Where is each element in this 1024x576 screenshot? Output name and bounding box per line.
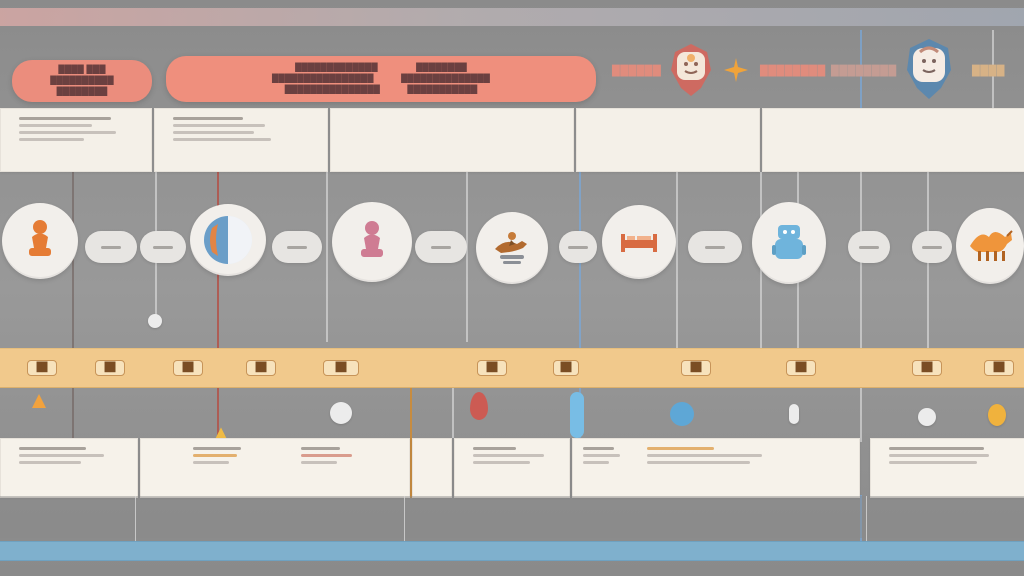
marker-drop [470,392,488,420]
timeline-tag[interactable]: ██ [984,360,1014,376]
timeline-tag[interactable]: ██ [553,360,579,376]
mini-node [912,231,952,263]
lower-band [0,496,1024,538]
top-banner-short: ████ ███ ██████████ ████████ [12,60,152,102]
top-label: ████████ [831,66,897,77]
timeline-tag[interactable]: ██ [95,360,125,376]
timeline-node[interactable] [332,202,412,282]
bed-icon [621,234,657,252]
timeline-node[interactable] [2,203,78,279]
marker-drop [670,402,694,426]
timeline-tag[interactable]: ██ [173,360,203,376]
vertical-connector [860,172,862,442]
bottom-info-card [572,438,860,498]
banner-text-line: ████ ███ [58,65,106,74]
camel-icon [970,230,1013,261]
mini-node [848,231,890,263]
vertical-connector [860,495,862,543]
split-circle-icon [204,216,252,264]
lower-divider [135,496,136,542]
mini-node [559,231,597,263]
timeline-tag[interactable]: ██ [786,360,816,376]
timeline-tag[interactable]: ██ [27,360,57,376]
vertical-connector [992,30,994,110]
banner-text-line: ██████████ [50,76,114,85]
top-info-card [576,108,760,172]
marker-drop [570,392,584,438]
vertical-connector [452,388,454,438]
timeline-pin [789,404,799,424]
banner-text-line: ████████████████ ██████████████ [272,74,490,83]
banner-text-line: █████████████ ████████ [295,63,467,72]
spark-icon [724,58,748,82]
mini-node [688,231,742,263]
timeline-pin [148,314,162,328]
bottom-info-card [454,438,570,498]
lower-divider [866,496,867,542]
bottom-info-card [140,438,410,498]
timeline-pin [918,408,936,426]
face-badge-icon [903,36,955,104]
arrow-marker [32,394,46,408]
vertical-connector [326,172,328,342]
mini-node [415,231,467,263]
timeline-node[interactable] [602,205,676,279]
chess-pawn-icon [361,221,383,257]
top-banner-long: █████████████ ████████ ████████████████ … [166,56,596,102]
vertical-connector [217,172,219,438]
top-label: ████████ [760,66,826,77]
timeline-pin [988,404,1006,426]
timeline-node[interactable] [752,202,826,284]
lower-divider [404,496,405,542]
bottom-rail [0,541,1024,561]
mini-node [85,231,137,263]
timeline-tag[interactable]: ██ [477,360,507,376]
timeline-tag[interactable]: ██ [681,360,711,376]
vertical-connector [860,30,862,110]
banner-text-line: ███████████████ ███████████ [284,85,478,94]
timeline-band [0,348,1024,388]
vertical-connector [72,172,74,438]
bottom-info-card [870,438,1024,498]
timeline-tag[interactable]: ██ [912,360,942,376]
top-info-card [330,108,574,172]
face-badge-icon [666,40,716,100]
timeline-node[interactable] [956,208,1024,284]
vertical-connector [466,172,468,342]
timeline-pin [330,402,352,424]
mini-node [140,231,186,263]
arrow-marker [215,427,227,439]
top-label: ████ [972,66,1005,77]
timeline-node[interactable] [476,212,548,284]
vertical-connector [410,388,412,498]
timeline-tag[interactable]: ██ [246,360,276,376]
bottom-info-card [412,438,452,498]
bottom-info-card [0,438,138,498]
top-label: ██████ [612,66,662,77]
top-info-card [154,108,328,172]
vertical-connector [579,172,581,438]
top-info-card [762,108,1024,172]
timeline-node[interactable] [190,204,266,276]
banner-text-line: ████████ [56,87,108,96]
vertical-connector [676,172,678,348]
chess-pawn-icon [29,220,51,256]
rider-icon [495,232,527,264]
top-info-card [0,108,152,172]
mini-node [272,231,322,263]
top-stripe [0,8,1024,26]
timeline-tag[interactable]: ██ [323,360,359,376]
robot-icon [772,225,806,259]
